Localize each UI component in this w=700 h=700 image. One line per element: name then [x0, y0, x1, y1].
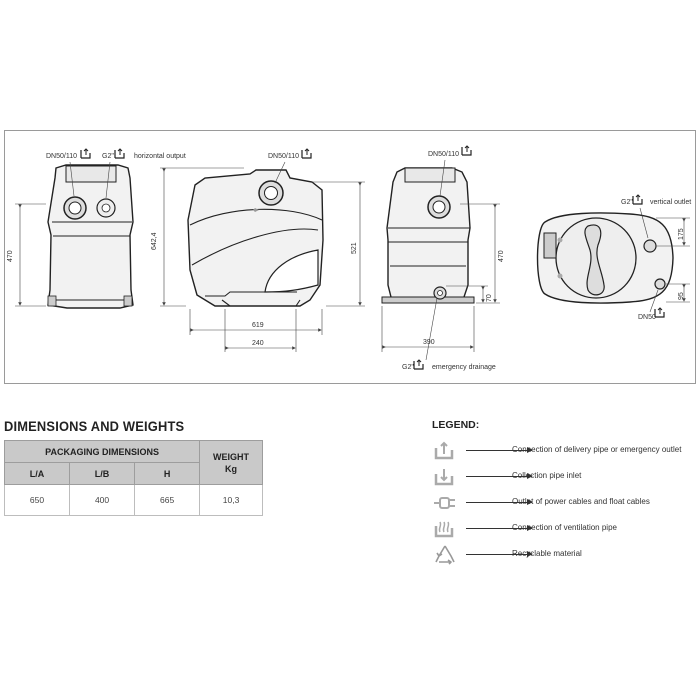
delivery-outlet-icon [80, 148, 91, 159]
legend-arrow [466, 551, 533, 557]
front-view: 470 DN50/110 G2" horizontal output [7, 148, 186, 309]
legend-arrow [466, 499, 533, 505]
legend-item: Connection of delivery pipe or emergency… [432, 440, 692, 462]
horizontal-output-label: horizontal output [134, 153, 186, 160]
view2-width-619: 619 [252, 322, 264, 329]
weight-header: WEIGHT Kg [199, 440, 263, 485]
legend-label: Connection of delivery pipe or emergency… [512, 445, 682, 454]
view1-dn-label: DN50/110 [46, 153, 77, 160]
legend-item: Outlet of power cables and float cables [432, 492, 692, 514]
emergency-drainage-label: emergency drainage [432, 364, 496, 371]
view3-height-470: 470 [498, 250, 505, 262]
view2-height-521: 521 [351, 242, 358, 254]
collection-inlet-icon [434, 469, 454, 486]
view3-g2-label: G2" [402, 364, 414, 371]
legend-label: Collection pipe inlet [512, 471, 582, 480]
legend-arrow [466, 447, 533, 453]
cell-weight: 10,3 [199, 484, 263, 516]
cell-lb: 400 [69, 484, 136, 516]
technical-drawing: 470 DN50/110 G2" horizontal output DN50/… [7, 145, 691, 371]
power-cable-icon [434, 497, 455, 509]
legend-title: LEGEND: [432, 419, 480, 431]
view2-dn-label: DN50/110 [268, 153, 299, 160]
legend-label: Connection of ventilation pipe [512, 523, 617, 532]
view3-height-70: 70 [486, 294, 493, 302]
view1-height-470: 470 [7, 250, 14, 262]
cell-h: 665 [134, 484, 201, 516]
recycle-icon [435, 545, 455, 565]
delivery-outlet-icon [114, 148, 125, 159]
back-view: DN50/110 470 70 390 G2" emergency draina… [381, 145, 505, 371]
cell-la: 650 [3, 484, 71, 516]
view4-dim-175: 175 [678, 228, 685, 240]
dimensions-title: DIMENSIONS AND WEIGHTS [4, 418, 185, 434]
delivery-outlet-icon [301, 148, 312, 159]
view2-width-240: 240 [252, 340, 264, 347]
weight-unit-label: Kg [225, 463, 238, 474]
view2-height-6424: 642,4 [151, 232, 158, 250]
view4-dn50-label: DN50 [638, 314, 656, 321]
legend-arrow [466, 473, 533, 479]
weight-header-label: WEIGHT [213, 451, 250, 462]
delivery-outlet-icon [413, 359, 424, 370]
column-header-h: H [134, 462, 201, 485]
packaging-dimensions-header: PACKAGING DIMENSIONS [3, 440, 201, 463]
top-view: G2" vertical outlet 175 95 DN50 [536, 194, 691, 321]
legend-item: Recyclable material [432, 544, 692, 566]
view4-g2-label: G2" [621, 199, 633, 206]
legend-label: Recyclable material [512, 549, 582, 558]
delivery-outlet-icon [461, 145, 472, 156]
delivery-outlet-icon [632, 194, 643, 205]
legend-label: Outlet of power cables and float cables [512, 497, 650, 506]
dimensions-table: PACKAGING DIMENSIONS WEIGHT Kg L/A L/B H… [3, 440, 263, 516]
delivery-outlet-icon [434, 441, 454, 460]
column-header-lb: L/B [69, 462, 136, 485]
column-header-la: L/A [3, 462, 71, 485]
side-view: DN50/110 642,4 521 619 240 [151, 148, 365, 352]
view1-g2-label: G2" [102, 153, 114, 160]
legend-item: Connection of ventilation pipe [432, 518, 692, 540]
technical-drawing-panel [4, 130, 696, 384]
view4-dim-95: 95 [678, 292, 685, 300]
table-row: 650 400 665 10,3 [3, 484, 263, 516]
legend-item: Collection pipe inlet [432, 466, 692, 488]
view3-dn-label: DN50/110 [428, 151, 459, 158]
collection-inlet-icon [654, 307, 665, 318]
legend-arrow [466, 525, 533, 531]
vertical-outlet-label: vertical outlet [650, 199, 691, 206]
ventilation-icon [434, 521, 454, 538]
